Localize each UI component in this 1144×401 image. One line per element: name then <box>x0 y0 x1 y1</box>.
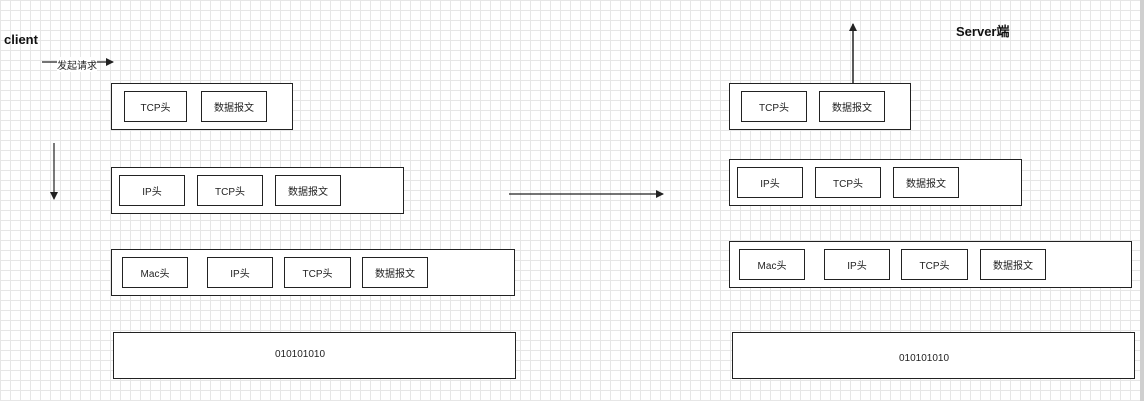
client-mac-ip-header: IP头 <box>207 257 273 288</box>
client-tcp-payload: 数据报文 <box>201 91 267 122</box>
server-tcp-payload: 数据报文 <box>819 91 885 122</box>
client-title: client <box>4 32 38 47</box>
request-label: 发起请求 <box>57 57 97 72</box>
scrollbar-edge[interactable] <box>1140 0 1144 401</box>
client-ip-tcp-header: TCP头 <box>197 175 263 206</box>
server-physical-layer <box>732 332 1135 379</box>
server-tcp-header: TCP头 <box>741 91 807 122</box>
server-title: Server端 <box>956 24 1010 39</box>
client-mac-payload: 数据报文 <box>362 257 428 288</box>
server-physical-bits: 010101010 <box>899 353 950 364</box>
server-mac-payload: 数据报文 <box>980 249 1046 280</box>
server-ip-header: IP头 <box>737 167 803 198</box>
client-tcp-header: TCP头 <box>124 91 187 122</box>
client-mac-tcp-header: TCP头 <box>284 257 351 288</box>
server-ip-payload: 数据报文 <box>893 167 959 198</box>
server-mac-header: Mac头 <box>739 249 805 280</box>
client-physical-layer <box>113 332 516 379</box>
client-ip-payload: 数据报文 <box>275 175 341 206</box>
client-physical-bits: 010101010 <box>275 349 326 360</box>
client-ip-header: IP头 <box>119 175 185 206</box>
server-mac-ip-header: IP头 <box>824 249 890 280</box>
server-mac-tcp-header: TCP头 <box>901 249 968 280</box>
client-mac-header: Mac头 <box>122 257 188 288</box>
server-ip-tcp-header: TCP头 <box>815 167 881 198</box>
